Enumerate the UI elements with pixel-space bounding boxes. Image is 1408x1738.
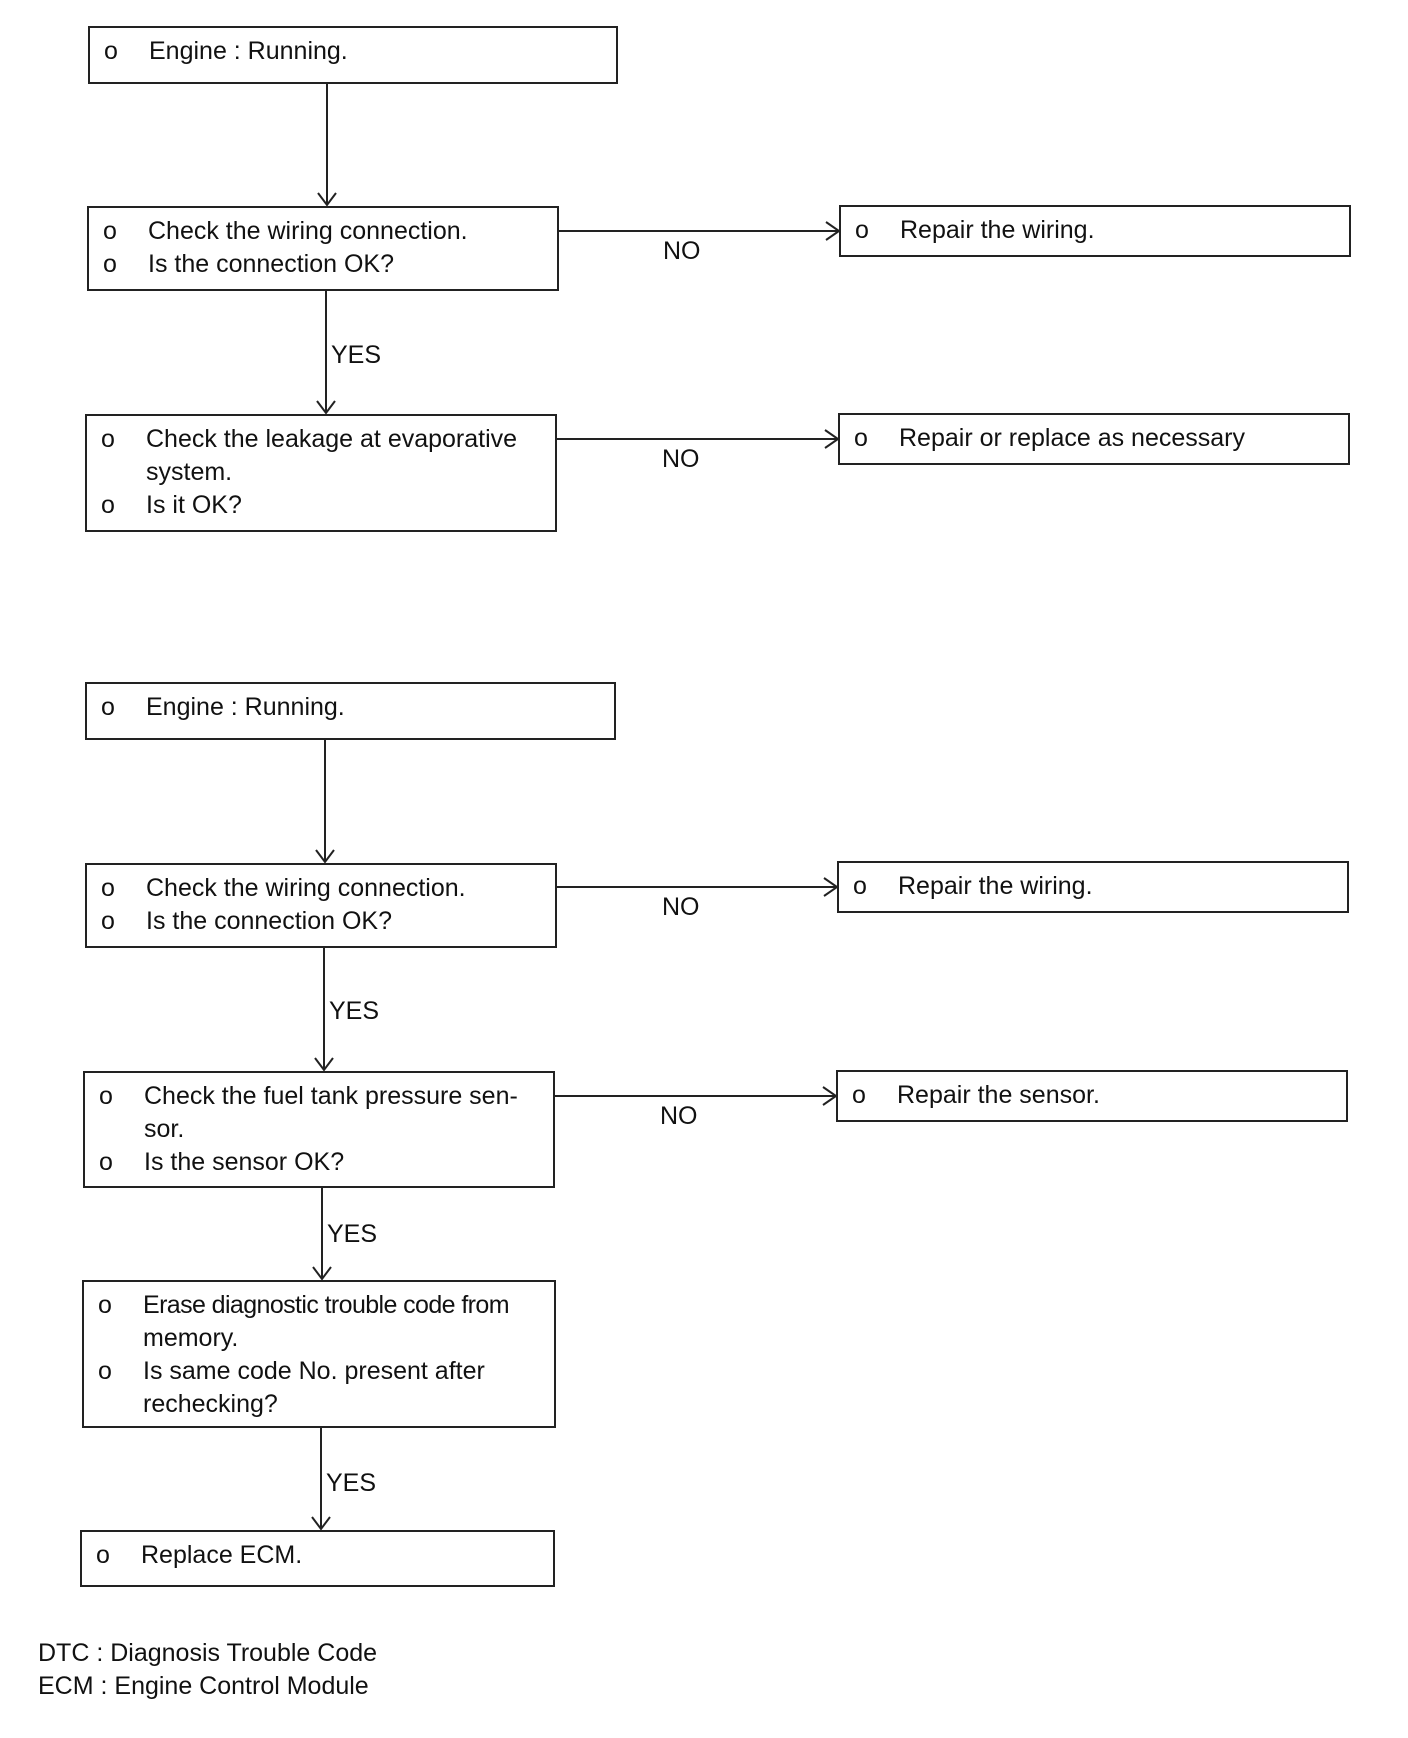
flow1-leak-question-text: Is it OK? [146,491,242,519]
flow1-leak-check-item-2: o Is it OK? [101,489,545,522]
flow2-yes-label-1: YES [329,997,380,1025]
bullet: o [96,1541,110,1569]
flow2-wiring-check-item-1: o Check the wiring connection. [101,872,545,905]
flow2-no-label-2: NO [660,1102,698,1130]
legend-dtc: DTC : Diagnosis Trouble Code [38,1639,378,1667]
flow2-sensor-check-text-a: Check the fuel tank pressure sen- [144,1082,518,1110]
flow2-wiring-repair-box: o Repair the wiring. [837,861,1349,913]
arrow-wiring-yes-2 [314,948,334,1072]
arrow-start-to-wiring-1 [317,84,337,207]
bullet: o [101,907,115,935]
flow2-erase-check-item-2: o Is same code No. present after recheck… [98,1355,544,1421]
bullet: o [98,1357,112,1385]
flow2-sensor-repair-text: Repair the sensor. [897,1081,1100,1109]
flow2-sensor-check-text-b: sor. [144,1115,185,1143]
flow1-yes-label-1: YES [331,341,382,369]
flow2-yes-label-3: YES [326,1469,377,1497]
flow1-no-label-1: NO [663,237,701,265]
arrow-wiring-yes-1 [316,291,336,415]
flow2-replace-ecm-text: Replace ECM. [141,1541,303,1569]
flow2-wiring-check-item-2: o Is the connection OK? [101,905,545,938]
bullet: o [101,425,115,453]
flow2-erase-question-text-b: rechecking? [143,1390,278,1418]
flow1-leak-repair-box: o Repair or replace as necessary [838,413,1350,465]
flow1-no-label-2: NO [662,445,700,473]
flow2-replace-ecm-box: o Replace ECM. [80,1530,555,1587]
flow2-erase-check-text-b: memory. [143,1324,239,1352]
flow2-no-label-1: NO [662,893,700,921]
arrow-start-to-wiring-2 [315,740,335,864]
bullet: o [852,1081,866,1109]
bullet: o [103,217,117,245]
flow1-wiring-check-item-1: o Check the wiring connection. [103,215,547,248]
flow2-sensor-check-item-2: o Is the sensor OK? [99,1146,543,1179]
bullet: o [98,1291,112,1319]
flow2-sensor-check-box: o Check the fuel tank pressure sen- sor.… [83,1071,555,1188]
flow1-wiring-repair-item: o Repair the wiring. [855,214,1339,247]
flow2-wiring-question-text: Is the connection OK? [146,907,392,935]
flow2-sensor-repair-box: o Repair the sensor. [836,1070,1348,1122]
flow1-leak-check-item-1: o Check the leakage at evaporative syste… [101,423,545,489]
flow2-yes-label-2: YES [327,1220,378,1248]
flow1-start-item: o Engine : Running. [104,35,606,68]
flow1-leak-check-text-b: system. [146,458,233,486]
bullet: o [99,1148,113,1176]
arrow-sensor-yes-2 [312,1188,332,1281]
flow2-erase-check-text-a: Erase diagnostic trouble code from [143,1291,510,1319]
flow1-leak-check-box: o Check the leakage at evaporative syste… [85,414,557,532]
flow2-start-text: Engine : Running. [146,693,345,721]
bullet: o [104,37,118,65]
bullet: o [103,250,117,278]
flow1-leak-check-text-a: Check the leakage at evaporative [146,425,518,453]
flow2-replace-ecm-item: o Replace ECM. [96,1539,543,1572]
flow2-erase-check-item-1: o Erase diagnostic trouble code from mem… [98,1289,544,1355]
flow2-erase-question-text-a: Is same code No. present after [143,1357,485,1385]
flow2-wiring-repair-item: o Repair the wiring. [853,870,1337,903]
flow1-start-text: Engine : Running. [149,37,348,65]
bullet: o [853,872,867,900]
arrow-erase-yes-2 [311,1428,331,1531]
flow1-leak-repair-text: Repair or replace as necessary [899,424,1245,452]
flow2-sensor-check-item-1: o Check the fuel tank pressure sen- sor. [99,1080,543,1146]
flow2-sensor-repair-item: o Repair the sensor. [852,1079,1336,1112]
flow1-wiring-check-box: o Check the wiring connection. o Is the … [87,206,559,291]
flow1-wiring-check-item-2: o Is the connection OK? [103,248,547,281]
flow2-start-item: o Engine : Running. [101,691,604,724]
flow2-wiring-check-text: Check the wiring connection. [146,874,466,902]
bullet: o [101,491,115,519]
bullet: o [101,874,115,902]
flow2-wiring-repair-text: Repair the wiring. [898,872,1093,900]
bullet: o [854,424,868,452]
flow2-erase-check-box: o Erase diagnostic trouble code from mem… [82,1280,556,1428]
flow1-wiring-repair-text: Repair the wiring. [900,216,1095,244]
flow2-wiring-check-box: o Check the wiring connection. o Is the … [85,863,557,948]
flow1-wiring-repair-box: o Repair the wiring. [839,205,1351,257]
flow1-leak-repair-item: o Repair or replace as necessary [854,422,1338,455]
abbreviation-legend: DTC : Diagnosis Trouble Code ECM : Engin… [38,1637,377,1703]
flow1-start-box: o Engine : Running. [88,26,618,84]
bullet: o [99,1082,113,1110]
flow2-start-box: o Engine : Running. [85,682,616,740]
bullet: o [101,693,115,721]
bullet: o [855,216,869,244]
flow2-sensor-question-text: Is the sensor OK? [144,1148,345,1176]
flow1-wiring-question-text: Is the connection OK? [148,250,394,278]
flow1-wiring-check-text: Check the wiring connection. [148,217,468,245]
legend-ecm: ECM : Engine Control Module [38,1672,369,1700]
